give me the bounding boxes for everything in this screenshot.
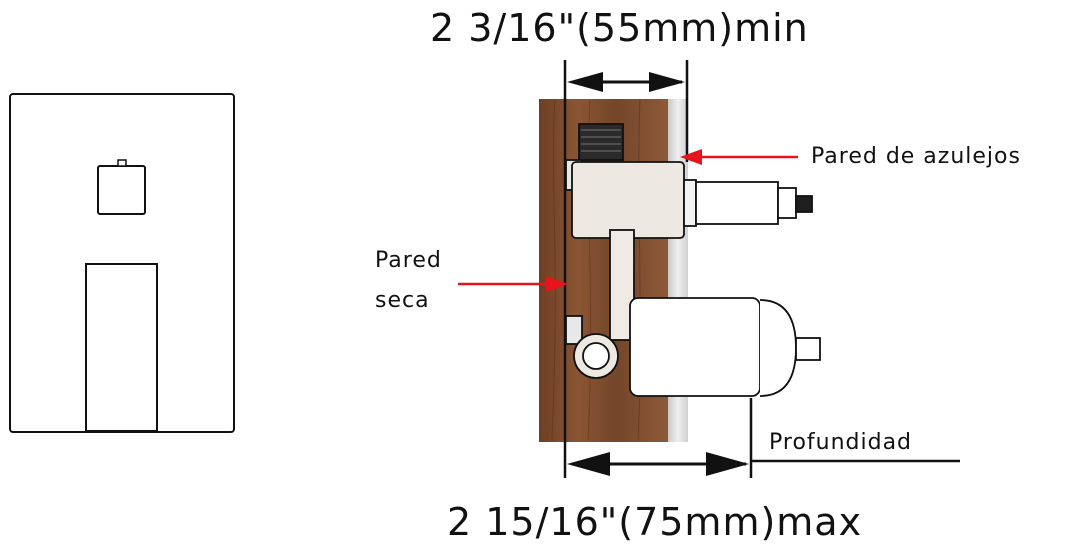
front-view [9,93,235,433]
max-dimension-arrow [567,452,749,476]
min-dimension-arrow [567,72,685,92]
min-dimension-label: 2 3/16"(55mm)min [430,6,809,50]
valve-body [565,123,821,397]
dry-wall-callout-arrow [458,276,568,292]
depth-label: Profundidad [769,430,913,455]
dimension-lines [563,60,960,478]
tile-wall-callout-arrow [680,149,798,165]
tile-wall-label: Pared de azulejos [811,144,1021,169]
dry-wall-label-line1: Pared [375,248,442,273]
max-dimension-label: 2 15/16"(75mm)max [447,500,863,544]
dry-wall-label-line2: seca [375,288,430,313]
